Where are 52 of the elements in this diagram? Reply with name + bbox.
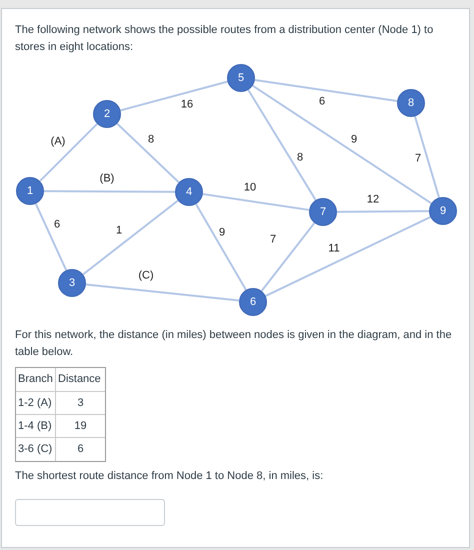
node-number: 5 <box>238 72 244 84</box>
description-text: For this network, the distance (in miles) between nodes is given in the diagram, and in the table below. <box>15 328 453 360</box>
edge-label: (B) <box>100 172 114 186</box>
table-cell: 1-4 (B) <box>16 415 56 438</box>
table-cell: 3 <box>56 392 105 415</box>
edge-label: 1 <box>116 224 122 238</box>
column-header: Distance <box>56 368 105 392</box>
edge-label: 9 <box>218 226 226 240</box>
intro-text: The following network shows the possible routes from a distribution center (Node 1) to stores in eight locations: <box>15 23 434 55</box>
edge-line <box>202 193 310 211</box>
edge-label: 12 <box>366 194 380 206</box>
edge-line <box>34 203 68 271</box>
edge-label: (C) <box>138 270 154 282</box>
edge-line <box>44 190 175 193</box>
node-number: 3 <box>68 278 76 288</box>
edge-label: 8 <box>296 152 304 164</box>
node-number: 1 <box>26 186 34 196</box>
edge-line <box>336 210 430 213</box>
edge-line <box>254 79 398 102</box>
edge-label: 10 <box>244 182 256 194</box>
node-number: 6 <box>250 296 256 308</box>
edge-label: 7 <box>414 152 422 166</box>
node-number: 9 <box>440 206 446 216</box>
edge-line <box>195 204 247 290</box>
node-number: 7 <box>320 206 326 218</box>
table-cell: 19 <box>56 415 105 438</box>
table-cell: 1-2 (A) <box>16 392 56 415</box>
edge-line <box>414 116 440 198</box>
edge-line <box>265 216 431 297</box>
edge-label: 6 <box>318 96 326 108</box>
edge-line <box>120 80 228 112</box>
edge-line <box>82 200 179 276</box>
edge-label: 11 <box>328 242 340 256</box>
node-number: 2 <box>104 108 110 120</box>
node-number: 4 <box>186 186 192 198</box>
edge-label: (A) <box>50 136 66 148</box>
edge-line <box>116 122 180 184</box>
edge-label: 9 <box>350 134 358 146</box>
edge-line <box>260 222 316 292</box>
edge-label: 6 <box>54 218 60 232</box>
edge-line <box>39 123 98 182</box>
node-number: 8 <box>408 98 414 108</box>
edge-label: 8 <box>148 134 154 146</box>
table-cell-text: 6 <box>76 442 85 458</box>
edge-label: 7 <box>270 234 276 246</box>
table-cell: 3-6 (C) <box>16 438 56 461</box>
question-text: The shortest route distance from Node 1 to Node 8, in miles, is: <box>15 469 324 484</box>
edge-label: 16 <box>180 98 194 112</box>
edge-line <box>252 84 432 204</box>
column-header: Branch <box>16 368 56 392</box>
edge-line <box>86 283 240 302</box>
edge-line <box>247 89 317 201</box>
